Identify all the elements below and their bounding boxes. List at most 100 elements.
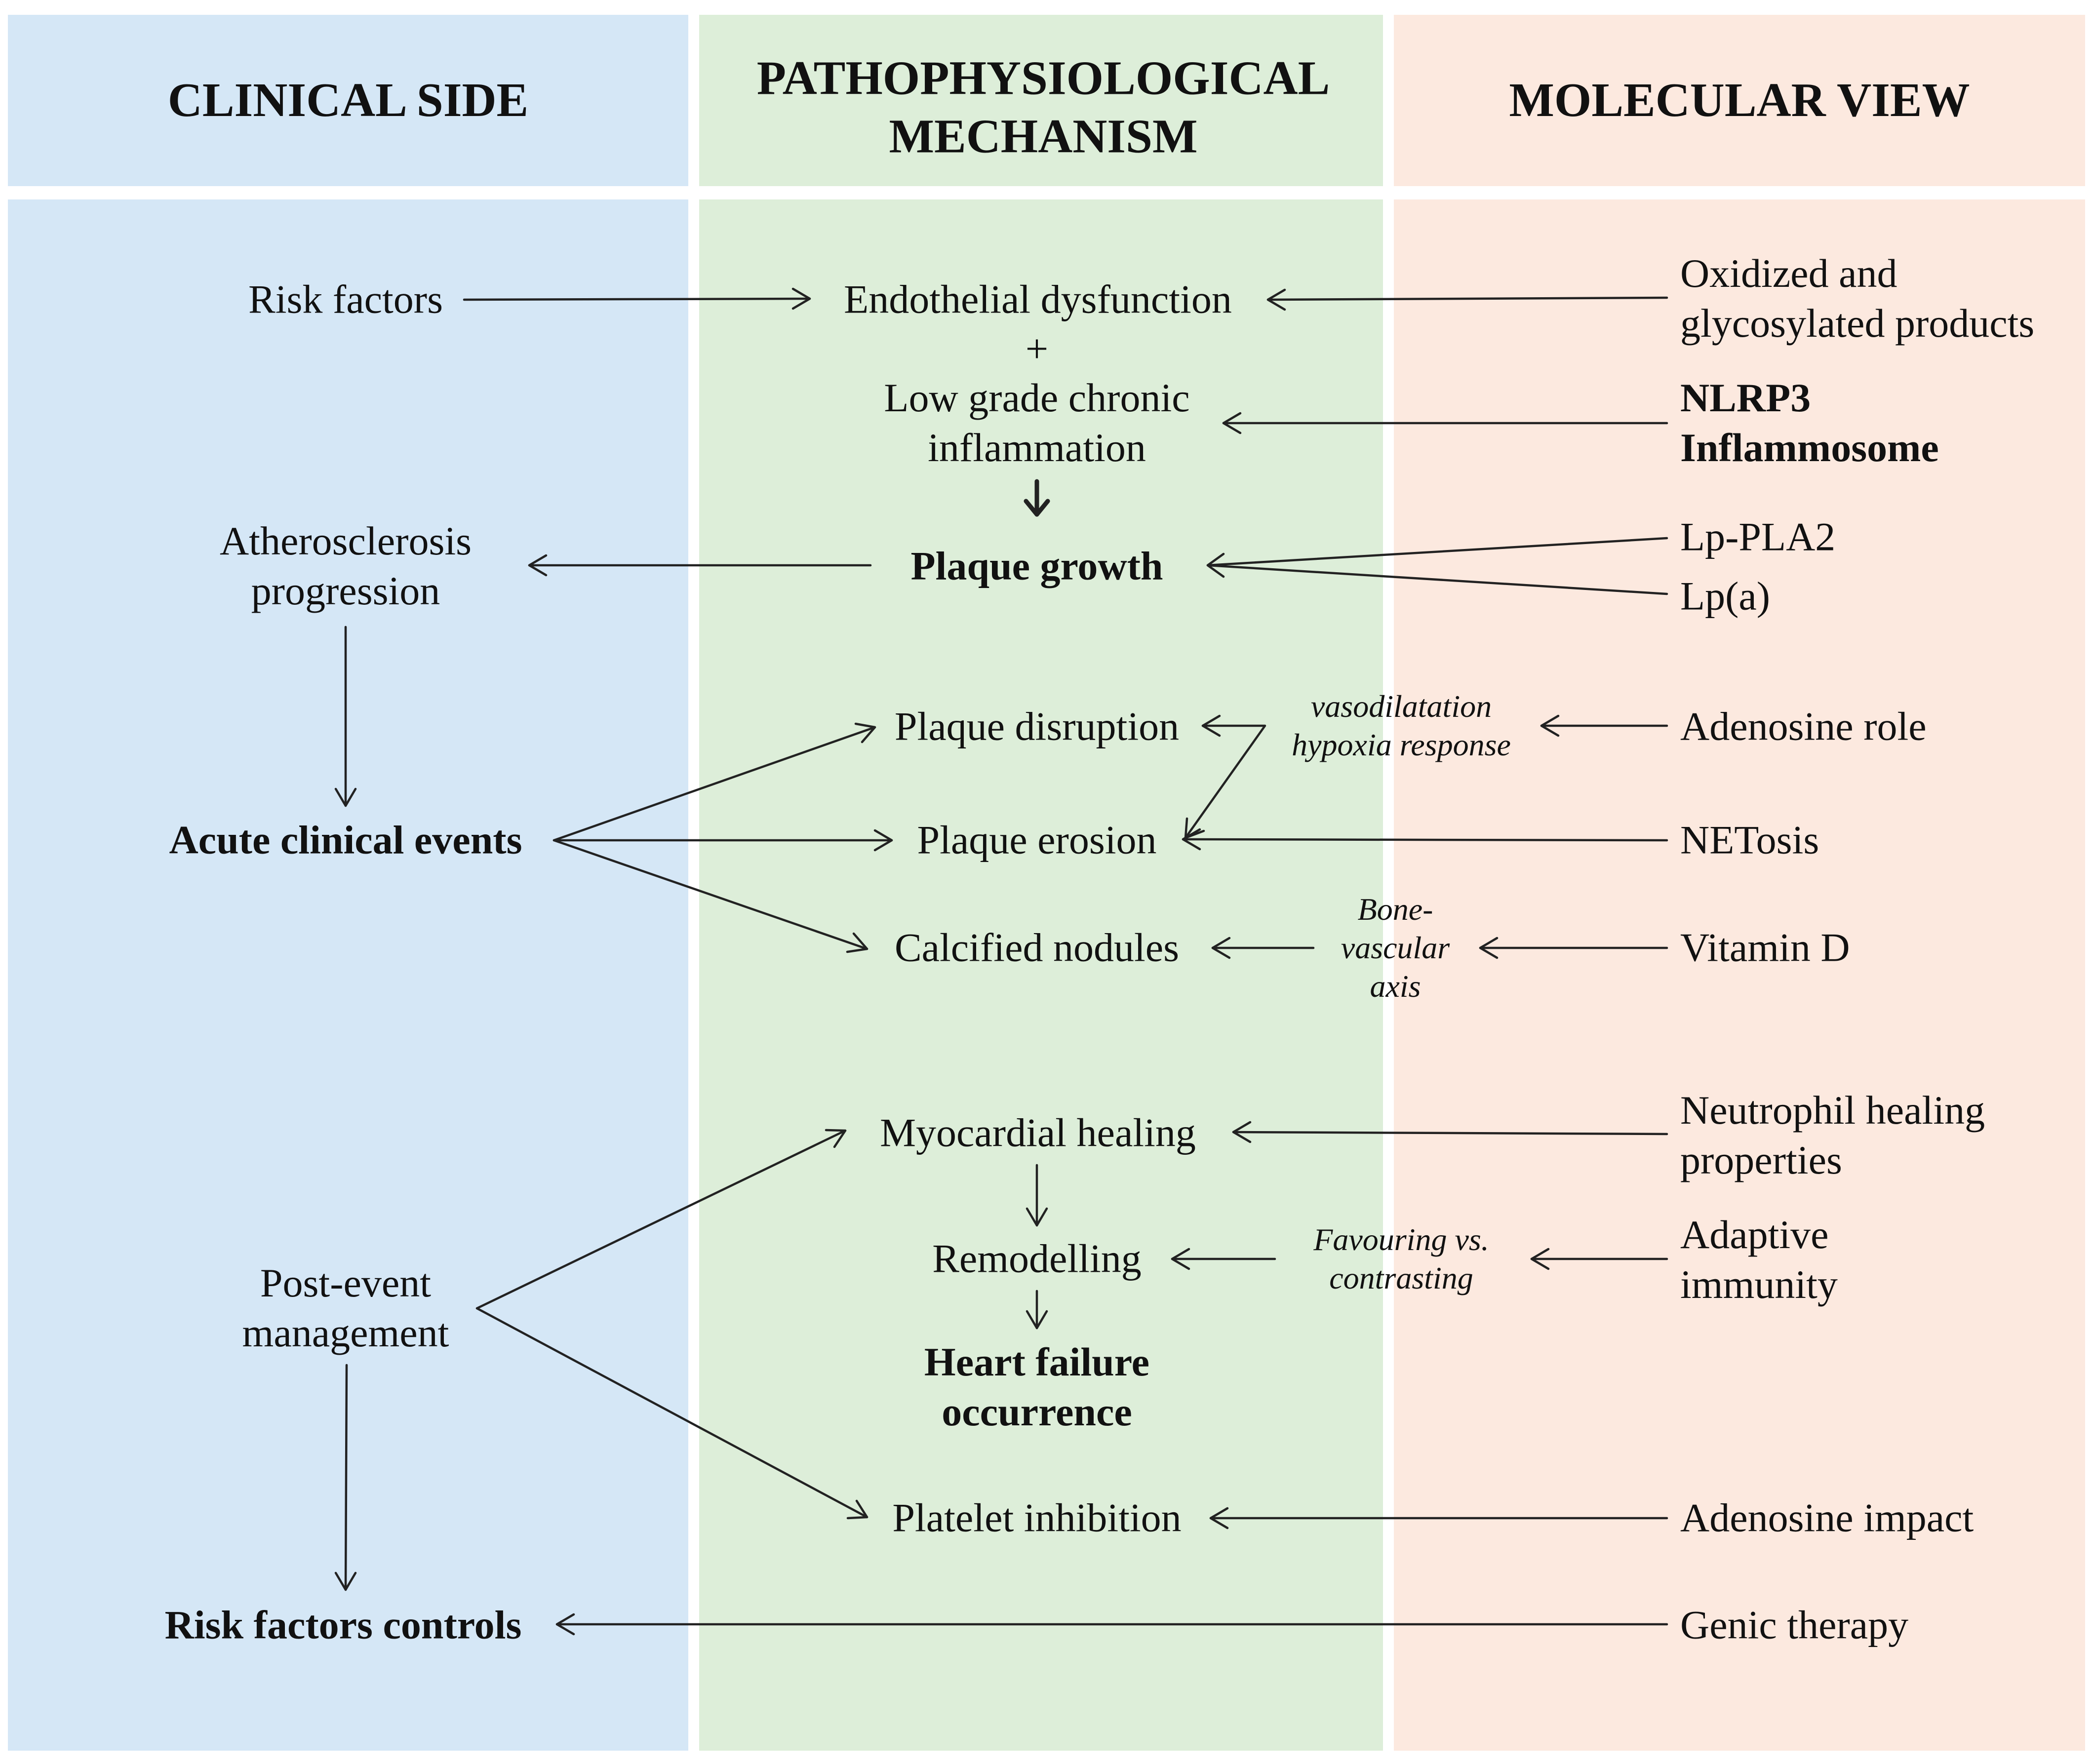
arrowhead	[334, 1571, 357, 1591]
label-line: Atherosclerosis	[219, 518, 472, 564]
arrow-post-event-to-risk-controls	[344, 1364, 348, 1591]
bone-vascular-axis-label: Bone- vascular axis	[1341, 890, 1450, 1006]
clinical-side-header: CLINICAL SIDE	[167, 73, 529, 126]
myocardial-healing-label: Myocardial healing	[880, 1110, 1196, 1155]
arrow-acute-to-calcified	[553, 839, 869, 950]
label-line: Neutrophil healing	[1680, 1088, 1985, 1133]
arrowhead	[825, 1129, 847, 1148]
label-line: glycosylated products	[1680, 301, 2035, 346]
header-line: MECHANISM	[889, 110, 1198, 163]
label-line: NLRP3	[1680, 375, 1811, 421]
arrowhead	[1479, 937, 1499, 959]
genic-therapy-label: Genic therapy	[1680, 1602, 1909, 1647]
arrowhead	[1024, 499, 1050, 517]
label-line: immunity	[1680, 1262, 1838, 1307]
arrowhead	[873, 829, 893, 852]
favouring-contrasting-label: Favouring vs. contrasting	[1313, 1220, 1489, 1297]
platelet-inhibition-label: Platelet inhibition	[892, 1495, 1182, 1540]
endothelial-dysfunction-label: Endothelial dysfunction	[844, 276, 1232, 322]
remodelling-label: Remodelling	[932, 1236, 1142, 1281]
label-line: Heart failure	[924, 1339, 1150, 1385]
arrowhead	[1171, 1248, 1190, 1270]
adenosine-role-label: Adenosine role	[1680, 704, 1927, 749]
plaque-disruption-label: Plaque disruption	[894, 704, 1180, 749]
arrowhead	[854, 722, 876, 744]
label-line: occurrence	[942, 1389, 1132, 1434]
arrow-post-event-to-platelet	[475, 1307, 869, 1519]
arrowhead	[846, 1499, 869, 1520]
label-line: Favouring vs.	[1313, 1221, 1489, 1257]
atherosclerosis-progression-label: Atherosclerosis progression	[220, 516, 472, 616]
arrow-lpa-to-plaque-growth	[1206, 564, 1668, 595]
label-line: Post-event	[260, 1260, 432, 1306]
arrowhead	[1182, 828, 1201, 851]
plaque-erosion-label: Plaque erosion	[917, 817, 1157, 862]
molecular-column-panel	[1394, 199, 2085, 1751]
clinical-header-panel	[8, 15, 688, 186]
arrowhead	[1540, 714, 1560, 737]
arrowhead	[1201, 714, 1221, 737]
arrow-acute-to-disruption	[553, 726, 876, 842]
arrow-lppla2-to-plaque-growth	[1206, 537, 1668, 567]
mechanism-header-panel	[699, 15, 1383, 186]
vitamin-d-label: Vitamin D	[1680, 925, 1850, 970]
arrowhead	[846, 932, 869, 953]
arrowhead	[1266, 288, 1286, 311]
calcified-nodules-label: Calcified nodules	[894, 925, 1180, 970]
connector-vasodilatation-bracket	[1184, 724, 1266, 839]
arrow-netosis-to-erosion	[1182, 838, 1668, 842]
netosis-label: NETosis	[1680, 817, 1819, 862]
label-line: vasodilatation	[1310, 688, 1492, 724]
risk-factors-controls-label: Risk factors controls	[164, 1602, 522, 1647]
arrow-risk-to-endothelial	[463, 297, 811, 301]
oxidized-glycosylated-label: Oxidized and glycosylated products	[1680, 249, 2034, 349]
arrowhead	[1211, 937, 1231, 959]
acute-clinical-events-label: Acute clinical events	[169, 817, 522, 862]
arrowhead	[1206, 552, 1225, 578]
label-line: hypoxia response	[1292, 727, 1511, 762]
arrow-post-event-to-myocardial	[475, 1129, 847, 1310]
adenosine-impact-label: Adenosine impact	[1680, 1495, 1974, 1540]
arrow-oxidized-to-endothelial	[1266, 296, 1668, 301]
label-line: progression	[251, 568, 440, 613]
arrowhead	[1232, 1121, 1252, 1143]
plus-sign: +	[1025, 326, 1049, 371]
lp-a-label: Lp(a)	[1680, 573, 1771, 619]
risk-factors-label: Risk factors	[248, 276, 443, 322]
low-grade-inflammation-label: Low grade chronic inflammation	[884, 373, 1189, 473]
arrowhead	[1222, 412, 1242, 434]
nlrp3-inflammosome-label: NLRP3 Inflammosome	[1680, 373, 1939, 473]
arrowhead	[555, 1613, 575, 1636]
header-line: PATHOPHYSIOLOGICAL	[756, 51, 1330, 105]
plaque-growth-label: Plaque growth	[910, 543, 1163, 588]
vasodilatation-hypoxia-label: vasodilatation hypoxia response	[1292, 687, 1511, 764]
label-line: Low grade chronic	[884, 375, 1190, 421]
arrowhead	[528, 554, 548, 577]
pathophysiological-mechanism-header: PATHOPHYSIOLOGICAL MECHANISM	[757, 49, 1330, 166]
label-line: Adaptive	[1680, 1212, 1829, 1257]
label-line: Oxidized and	[1680, 251, 1897, 296]
mechanism-column-panel	[699, 199, 1383, 1751]
heart-failure-occurrence-label: Heart failure occurrence	[924, 1337, 1149, 1437]
label-line: properties	[1680, 1137, 1842, 1182]
arrowhead	[1026, 1207, 1048, 1227]
arrowhead	[1209, 1507, 1229, 1529]
arrowhead	[334, 787, 357, 807]
neutrophil-healing-label: Neutrophil healing properties	[1680, 1086, 1985, 1185]
arrowhead	[1530, 1248, 1550, 1270]
label-line: Inflammosome	[1680, 425, 1939, 470]
arrowhead	[791, 287, 811, 310]
label-line: vascular	[1341, 930, 1450, 965]
molecular-header-panel	[1394, 15, 2085, 186]
adaptive-immunity-label: Adaptive immunity	[1680, 1210, 1838, 1310]
label-line: contrasting	[1329, 1260, 1473, 1295]
label-line: axis	[1370, 969, 1421, 1004]
arrow-neutrophil-to-myocardial	[1232, 1131, 1668, 1136]
clinical-column-panel	[8, 199, 688, 1751]
label-line: inflammation	[928, 425, 1146, 470]
lp-pla2-label: Lp-PLA2	[1680, 514, 1836, 559]
label-line: Bone-	[1357, 891, 1433, 927]
arrowhead	[1026, 1310, 1048, 1330]
